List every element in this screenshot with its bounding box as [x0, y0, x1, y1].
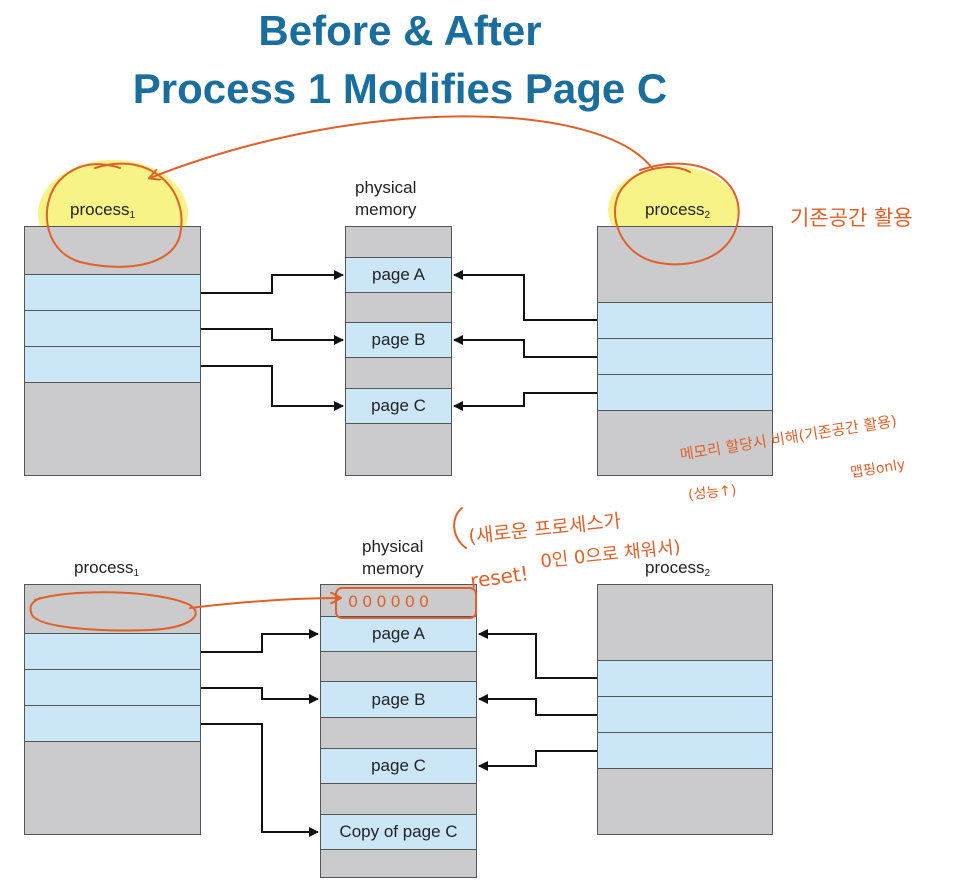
curved-arrow-p2-to-p1 [150, 115, 653, 178]
arrow-to-zeroed-frame [189, 598, 340, 609]
arrow-p1-to-page-c-top [201, 365, 344, 411]
page-b-top: page B [345, 322, 452, 358]
arrow-p2-to-page-b-bottom [478, 694, 597, 716]
annotation-reuse-space: 기존공간 활용 [790, 206, 913, 230]
process1-page-entry [24, 274, 201, 311]
process2-page-entry [597, 374, 773, 411]
page-a-top: page A [345, 257, 452, 293]
process1-page-entry [24, 705, 201, 742]
process2-label-bottom: process2 [645, 558, 711, 579]
physical-memory-label-top: physical memory [355, 178, 417, 219]
diagram-title-line1: Before & After [258, 7, 542, 54]
arrow-p2-to-page-c-bottom [478, 750, 597, 771]
page-c-top: page C [345, 388, 452, 424]
process1-label-top: process1 [70, 200, 136, 221]
circle-process2-top [614, 162, 740, 266]
circle-process1-bottom-entry [29, 591, 197, 632]
arrow-p1-to-copy-c-bottom [201, 723, 319, 837]
arrow-p1-to-page-a-top [201, 270, 344, 294]
process1-page-entry [24, 310, 201, 347]
page-a-bottom: page A [320, 616, 477, 652]
annotation-zeros: 000000 [348, 592, 434, 611]
process1-label-bottom: process1 [74, 558, 140, 579]
diagram-title-line2: Process 1 Modifies Page C [132, 65, 668, 112]
page-b-bottom: page B [320, 681, 477, 718]
page-c-bottom: page C [320, 748, 477, 784]
zeroed-frame-box [335, 587, 477, 619]
copy-of-page-c: Copy of page C [320, 814, 477, 850]
process2-page-entry [597, 302, 773, 339]
process2-label-top: process2 [645, 200, 711, 221]
paren-open [453, 507, 467, 549]
arrow-p2-to-page-b-top [453, 335, 597, 358]
process2-page-entry [597, 732, 773, 769]
physical-memory-label-bottom: physical memory [362, 537, 424, 578]
arrow-p2-to-page-a-bottom [478, 629, 597, 679]
arrow-p2-to-page-a-top [453, 270, 597, 321]
circle-process1-top [46, 162, 183, 268]
process2-page-entry [597, 338, 773, 375]
process1-page-entry [24, 346, 201, 383]
arrow-p1-to-page-b-bottom [201, 687, 319, 704]
arrow-p2-to-page-c-top [453, 392, 597, 411]
arrow-p1-to-page-b-top [201, 328, 344, 345]
arrow-p1-to-page-a-bottom [201, 629, 319, 653]
